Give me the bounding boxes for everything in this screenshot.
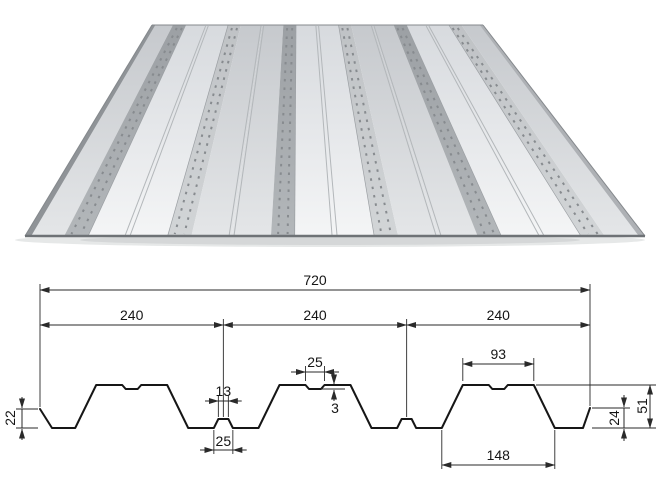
dim-bump-top-13: 13 <box>205 383 242 417</box>
dim-top-groove-25: 25 <box>291 354 339 381</box>
dim-label-bump-base: 25 <box>216 433 232 449</box>
deck-outline <box>24 24 646 238</box>
deck-valley <box>231 25 284 236</box>
deck-top-flange <box>88 25 229 236</box>
deck-valley <box>191 25 263 236</box>
deck-ridge-lines <box>87 24 582 237</box>
deck-web <box>448 25 605 236</box>
deck-embossment-dots <box>70 27 599 235</box>
dim-segments-240: 240 240 240 <box>39 307 591 417</box>
dim-left-edge-22: 22 <box>2 397 38 440</box>
dim-label-rib-bottom: 148 <box>487 447 511 463</box>
dim-bump-base-25: 25 <box>200 430 247 454</box>
deck-valley <box>372 25 478 236</box>
deck-top-flange <box>294 25 375 236</box>
dim-label-profile-height: 51 <box>634 398 650 414</box>
deck-web <box>338 25 399 236</box>
dim-label-segment-3: 240 <box>487 307 511 323</box>
product-photo <box>15 24 646 247</box>
deck-valley <box>351 25 439 236</box>
deck-top-flange <box>406 25 581 236</box>
dim-label-right-edge: 24 <box>606 410 622 426</box>
dim-overall-720: 720 <box>39 272 591 407</box>
dim-groove-depth-3: 3 <box>321 373 345 416</box>
deck-web <box>64 25 186 236</box>
deck-sheet <box>24 24 646 238</box>
profile-outline <box>39 384 591 429</box>
dimension-drawing: 720 240 240 240 93 25 <box>2 272 656 469</box>
deck-valley-bumps <box>228 25 442 236</box>
deck-web <box>167 25 241 236</box>
dim-label-top-groove: 25 <box>307 354 323 370</box>
dim-label-segment-2: 240 <box>303 307 327 323</box>
dim-label-groove-depth: 3 <box>331 400 339 416</box>
dim-rib-bottom-148: 148 <box>441 430 556 469</box>
deck-right-lip <box>479 25 645 236</box>
dim-rib-top-93: 93 <box>462 346 535 381</box>
deck-left-lip <box>25 25 156 236</box>
dim-label-overall: 720 <box>303 272 327 288</box>
dim-label-rib-top: 93 <box>491 346 507 362</box>
dim-label-left-edge: 22 <box>2 410 18 426</box>
dim-right-edge-24: 24 <box>592 395 630 441</box>
dim-profile-height-51: 51 <box>536 384 656 429</box>
deck-flange-grooves <box>124 25 545 236</box>
dim-label-segment-1: 240 <box>120 307 144 323</box>
dim-label-bump-top: 13 <box>216 383 232 399</box>
